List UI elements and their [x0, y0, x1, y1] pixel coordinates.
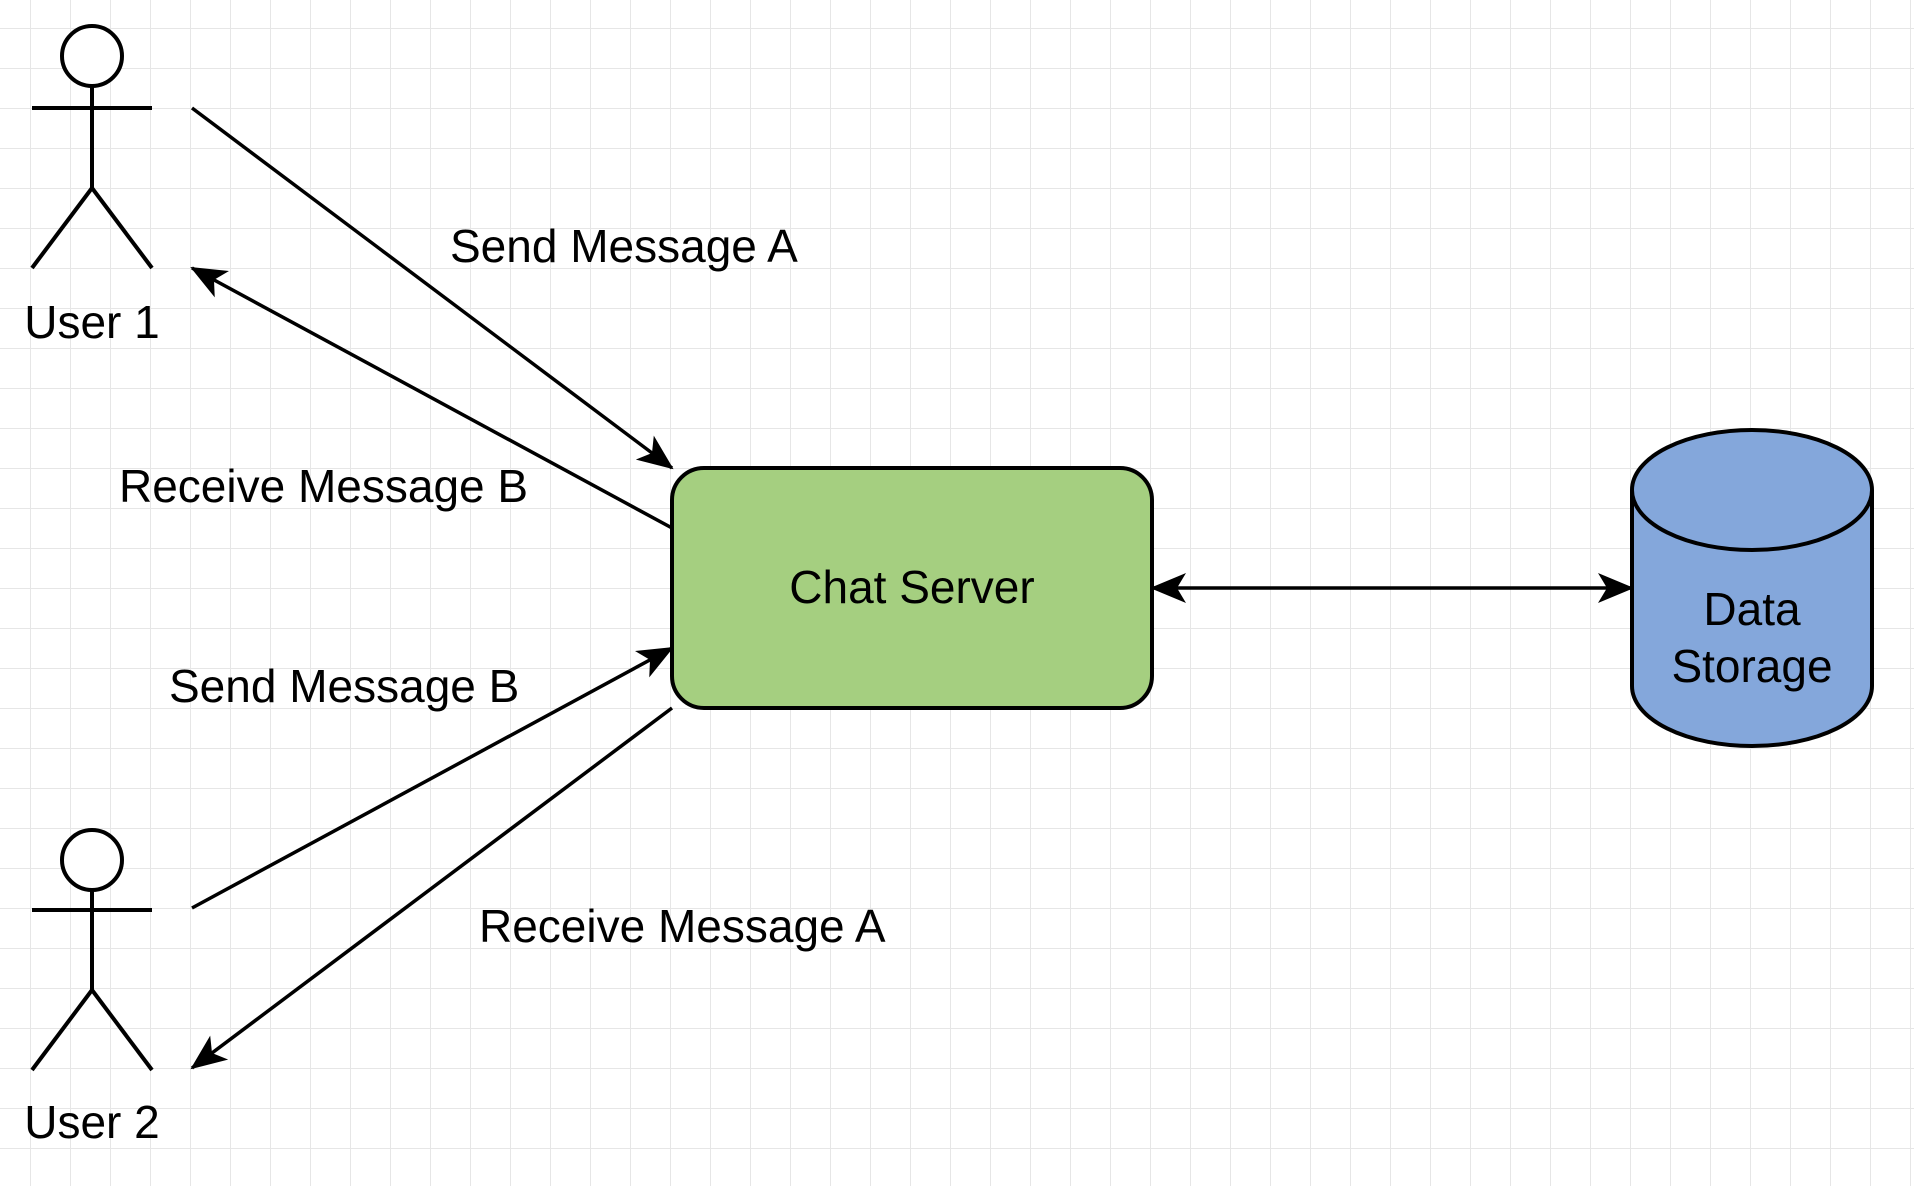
edge-label-receive-message-b: Receive Message B — [119, 460, 529, 512]
actor-user-2[interactable] — [30, 828, 154, 1072]
storage-label-line-2: Storage — [1671, 640, 1833, 692]
edge-label-send-message-b: Send Message B — [169, 660, 520, 712]
edge-label-send-message-a: Send Message A — [450, 220, 798, 272]
actor-user-1[interactable] — [30, 24, 154, 270]
edge-send-message-b[interactable] — [191, 646, 674, 910]
server-label: Chat Server — [789, 561, 1035, 613]
data-storage-node[interactable] — [1630, 428, 1874, 748]
actor-label-user-2: User 2 — [24, 1096, 160, 1148]
edge-send-message-a[interactable] — [190, 106, 674, 470]
actor-label-user-1: User 1 — [24, 296, 160, 348]
edge-label-receive-message-a: Receive Message A — [479, 900, 886, 952]
edge-receive-message-b[interactable] — [190, 266, 673, 530]
storage-label-line-1: Data — [1703, 583, 1801, 635]
edge-receive-message-a[interactable] — [190, 706, 674, 1070]
